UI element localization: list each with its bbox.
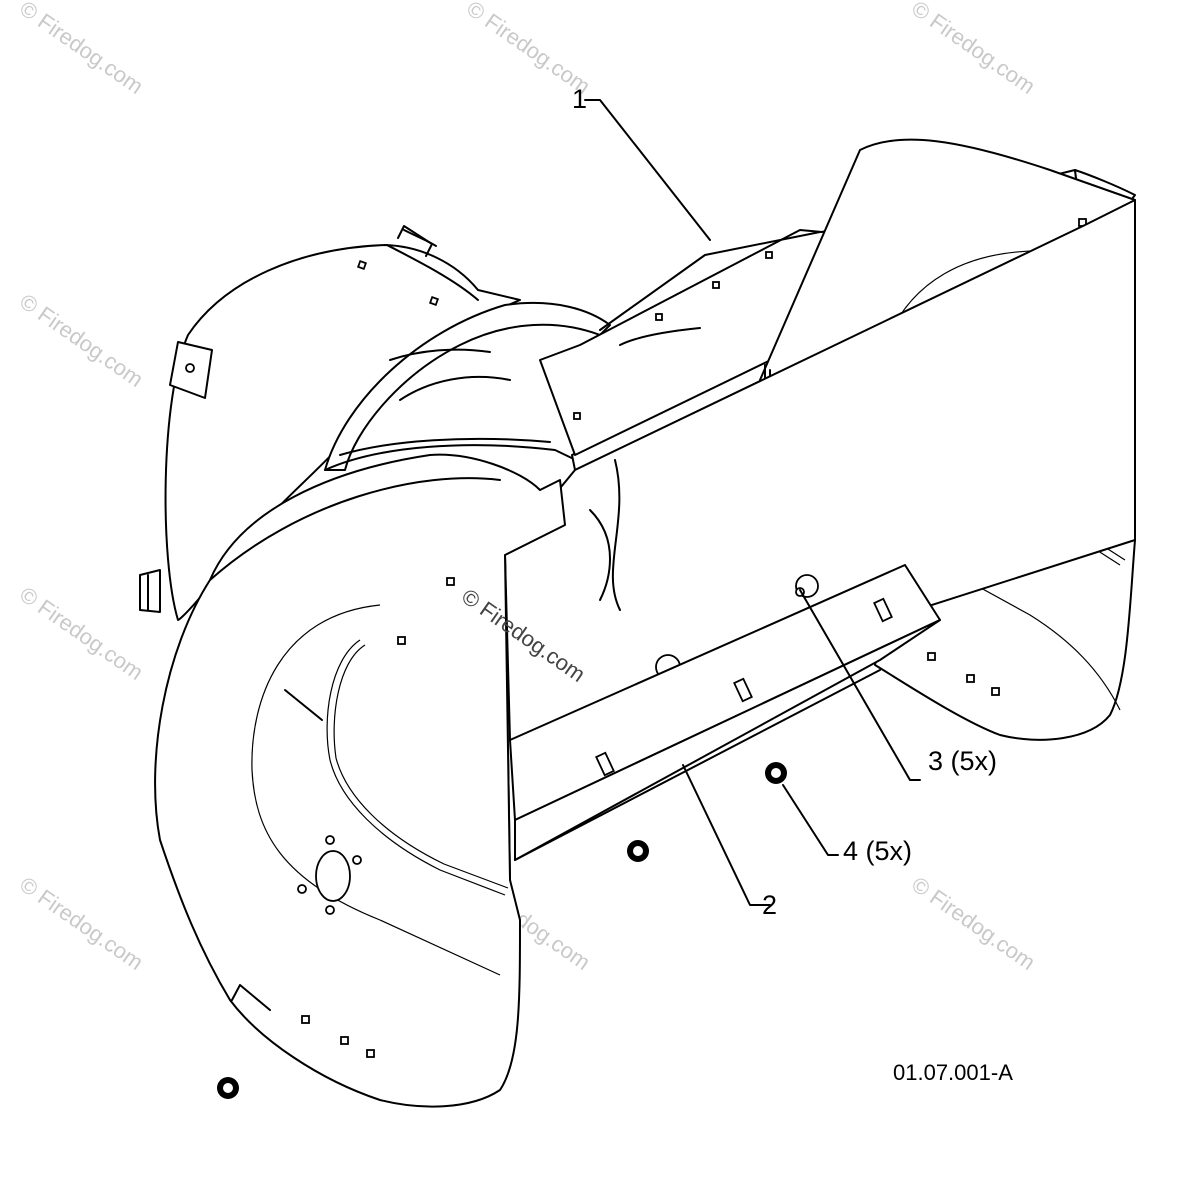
scraper-bar	[509, 564, 941, 861]
leader-4	[782, 784, 839, 856]
watermark: © Firedog.com	[15, 289, 148, 392]
callout-1-label: 1	[572, 84, 587, 114]
auger-scroll	[324, 301, 611, 471]
leader-3	[799, 589, 921, 781]
watermark: © Firedog.com	[907, 872, 1040, 975]
nut-icon	[627, 840, 649, 862]
leader-1	[584, 99, 711, 241]
leader-2	[682, 764, 771, 906]
left-side-plate	[154, 453, 566, 1108]
diagram-code: 01.07.001-A	[893, 1060, 1013, 1085]
nut-icon	[765, 762, 787, 784]
nut-icon	[217, 1077, 239, 1099]
watermark: © Firedog.com	[15, 872, 148, 975]
watermark: © Firedog.com	[15, 582, 148, 685]
leader-lines	[584, 99, 921, 906]
callout-2-label: 2	[762, 890, 777, 920]
nuts	[217, 762, 787, 1099]
callout-4-label: 4 (5x)	[843, 836, 912, 866]
callout-3-label: 3 (5x)	[928, 746, 997, 776]
watermark: © Firedog.com	[907, 0, 1040, 99]
watermark: © Firedog.com	[15, 0, 148, 99]
